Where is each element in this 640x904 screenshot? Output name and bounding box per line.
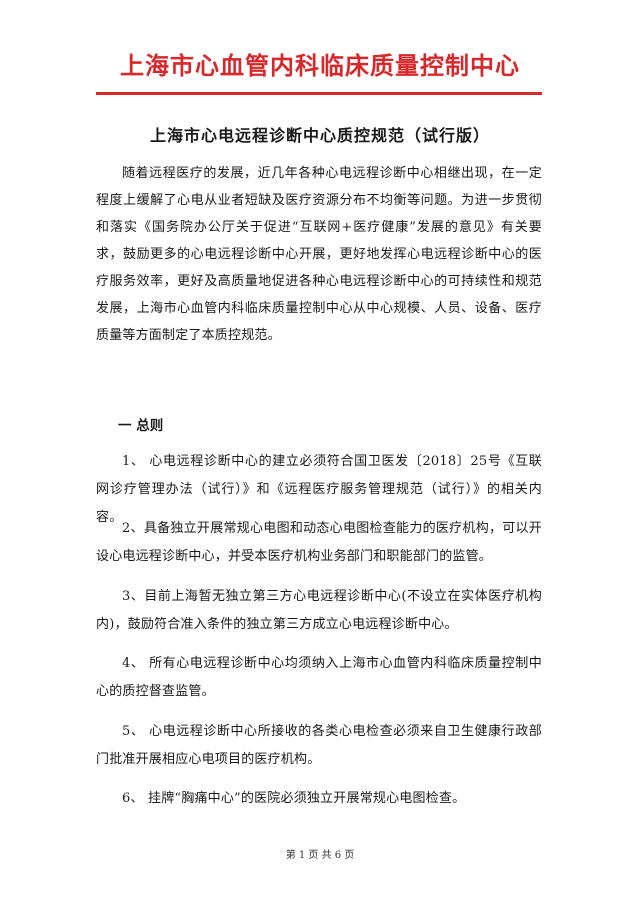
list-item: 6、 挂牌“胸痛中心”的医院必须独立开展常规心电图检查。 <box>122 791 466 806</box>
list-item: 2、具备独立开展常规心电图和动态心电图检查能力的医疗机构，可以开设心电远程诊断中… <box>96 521 542 564</box>
section-heading-general: 一 总则 <box>118 418 164 434</box>
document-title: 上海市心电远程诊断中心质控规范（试行版） <box>149 126 490 145</box>
page-number-footer: 第 1 页 共 6 页 <box>285 850 355 861</box>
list-item: 5、 心电远程诊断中心所接收的各类心电检查必须来自卫生健康行政部门批准开展相应心… <box>96 724 542 767</box>
list-item: 4、 所有心电远程诊断中心均须纳入上海市心血管内科临床质量控制中心的质控督查监管… <box>96 656 542 699</box>
intro-paragraph: 随着远程医疗的发展，近几年各种心电远程诊断中心相继出现，在一定程度上缓解了心电从… <box>96 166 542 343</box>
list-item: 1、 心电远程诊断中心的建立必须符合国卫医发〔2018〕25号《互联网诊疗管理办… <box>96 454 542 525</box>
organization-header-title: 上海市心血管内科临床质量控制中心 <box>120 52 520 80</box>
list-item: 3、目前上海暂无独立第三方心电远程诊断中心(不设立在实体医疗机构内)，鼓励符合准… <box>96 589 542 632</box>
header-divider <box>96 92 542 95</box>
